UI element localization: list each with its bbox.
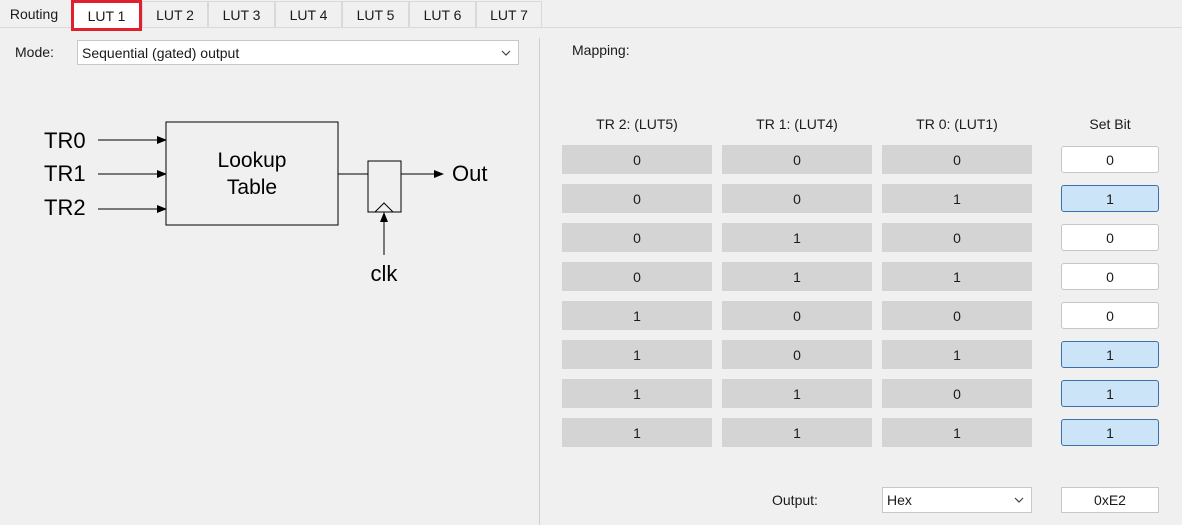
mapping-cell-tr0: 1 — [882, 340, 1032, 369]
mapping-cell-tr0: 1 — [882, 262, 1032, 291]
column-header-tr1: TR 1: (LUT4) — [756, 116, 838, 132]
mapping-cell-tr1: 1 — [722, 418, 872, 447]
block-label-line2: Table — [227, 176, 277, 199]
lookup-table-block — [165, 121, 339, 226]
mapping-cell-tr1: 0 — [722, 184, 872, 213]
panel-divider — [539, 38, 540, 525]
tab-lut-6[interactable]: LUT 6 — [409, 1, 476, 27]
tab-lut-3[interactable]: LUT 3 — [208, 1, 275, 27]
mapping-cell-tr2: 1 — [562, 379, 712, 408]
mapping-cell-tr1: 0 — [722, 301, 872, 330]
output-value-field[interactable]: 0xE2 — [1061, 487, 1159, 513]
tab-bar: Routing LUT 1 LUT 2 LUT 3 LUT 4 LUT 5 LU… — [0, 0, 1182, 31]
mapping-cell-tr1: 1 — [722, 223, 872, 252]
clock-edge-symbol — [374, 202, 394, 213]
lut-block-diagram: TR0 TR1 TR2 Lookup Table Out clk — [44, 121, 487, 286]
output-format-label: Output: — [772, 492, 818, 508]
mapping-cell-tr1: 1 — [722, 379, 872, 408]
mapping-cell-tr0: 0 — [882, 223, 1032, 252]
mapping-cell-tr2: 1 — [562, 301, 712, 330]
mapping-cell-tr0: 1 — [882, 184, 1032, 213]
mapping-cell-tr0: 0 — [882, 379, 1032, 408]
chevron-down-icon — [1014, 497, 1024, 503]
set-bit-button[interactable]: 1 — [1061, 419, 1159, 446]
set-bit-button[interactable]: 1 — [1061, 341, 1159, 368]
set-bit-button[interactable]: 1 — [1061, 380, 1159, 407]
clock-label: clk — [371, 261, 399, 286]
set-bit-button[interactable]: 0 — [1061, 263, 1159, 290]
output-format-select[interactable]: Hex — [882, 487, 1032, 513]
tab-lut-1[interactable]: LUT 1 — [71, 0, 142, 31]
input-label-tr1: TR1 — [44, 161, 86, 186]
mapping-cell-tr2: 0 — [562, 262, 712, 291]
mapping-cell-tr2: 1 — [562, 340, 712, 369]
mapping-cell-tr2: 0 — [562, 145, 712, 174]
mode-select-value: Sequential (gated) output — [82, 44, 240, 61]
set-bit-button[interactable]: 1 — [1061, 185, 1159, 212]
tab-lut-4[interactable]: LUT 4 — [275, 1, 342, 27]
mode-select[interactable]: Sequential (gated) output — [77, 40, 519, 65]
input-label-tr2: TR2 — [44, 195, 86, 220]
mapping-label: Mapping: — [572, 42, 630, 58]
tab-lut-2[interactable]: LUT 2 — [142, 1, 208, 27]
column-header-set-bit: Set Bit — [1089, 116, 1131, 132]
mapping-cell-tr1: 0 — [722, 340, 872, 369]
set-bit-button[interactable]: 0 — [1061, 302, 1159, 329]
tab-lut-7[interactable]: LUT 7 — [476, 1, 542, 27]
mapping-cell-tr0: 0 — [882, 145, 1032, 174]
mapping-cell-tr2: 0 — [562, 184, 712, 213]
set-bit-button[interactable]: 0 — [1061, 224, 1159, 251]
mapping-cell-tr0: 1 — [882, 418, 1032, 447]
column-header-tr0: TR 0: (LUT1) — [916, 116, 998, 132]
tab-lut-5[interactable]: LUT 5 — [342, 1, 409, 27]
input-label-tr0: TR0 — [44, 128, 86, 153]
mapping-cell-tr2: 1 — [562, 418, 712, 447]
mapping-cell-tr1: 0 — [722, 145, 872, 174]
flip-flop-block — [367, 160, 402, 213]
tab-routing[interactable]: Routing — [0, 1, 68, 27]
output-label: Out — [452, 161, 487, 186]
output-format-value: Hex — [887, 492, 912, 508]
chevron-down-icon — [501, 50, 511, 56]
mapping-cell-tr0: 0 — [882, 301, 1032, 330]
mapping-cell-tr2: 0 — [562, 223, 712, 252]
mode-label: Mode: — [15, 44, 54, 60]
column-header-tr2: TR 2: (LUT5) — [596, 116, 678, 132]
mapping-cell-tr1: 1 — [722, 262, 872, 291]
block-label-line1: Lookup — [218, 149, 287, 172]
set-bit-button[interactable]: 0 — [1061, 146, 1159, 173]
